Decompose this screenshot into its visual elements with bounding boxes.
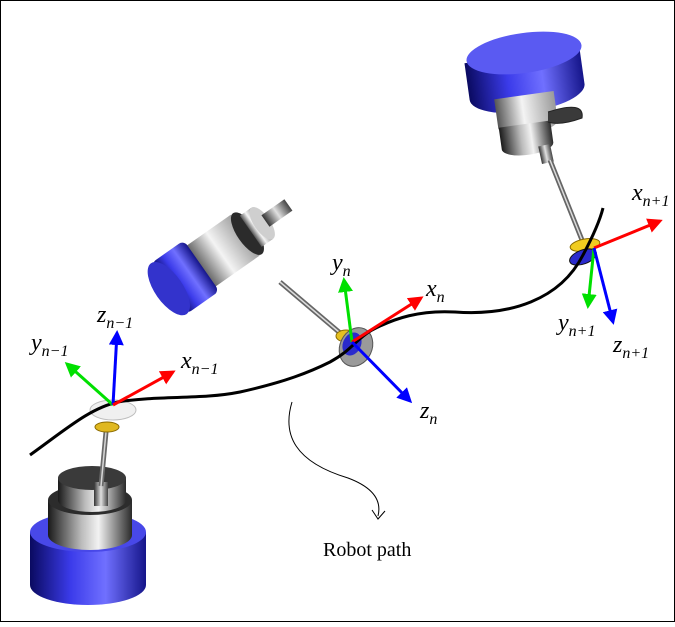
label-z-n: zn: [419, 398, 437, 428]
label-y-n-minus-1: yn−1: [29, 330, 68, 360]
y-axis-n-plus-1: [581, 247, 597, 309]
y-axis-n-minus-1: [64, 362, 114, 407]
label-x-n-minus-1: xn−1: [180, 348, 218, 378]
label-y-n: yn: [330, 250, 351, 280]
robot-path-caption: Robot path: [323, 539, 411, 561]
tool-left: [30, 399, 146, 605]
label-z-n-plus-1: zn+1: [612, 332, 649, 362]
caption-leader: [288, 401, 380, 517]
label-x-n: xn: [425, 276, 445, 306]
z-axis-n: [350, 340, 413, 404]
tool-middle: [147, 199, 374, 367]
tool-right: [464, 31, 601, 266]
frame-n-plus-1: xn+1 yn+1 zn+1: [556, 180, 669, 362]
label-z-n-minus-1: zn−1: [96, 302, 133, 332]
frame-n-minus-1: yn−1 zn−1 xn−1: [29, 302, 218, 407]
label-y-n-plus-1: yn+1: [556, 310, 595, 340]
label-x-n-plus-1: xn+1: [631, 180, 669, 210]
y-axis-n: [338, 277, 354, 343]
x-axis-n-minus-1: [112, 370, 176, 407]
frame-n: yn xn zn: [330, 250, 445, 428]
z-axis-n-minus-1: [108, 330, 124, 406]
x-axis-n-plus-1: [593, 218, 663, 250]
x-axis-n: [351, 296, 424, 344]
z-axis-n-plus-1: [592, 247, 618, 325]
